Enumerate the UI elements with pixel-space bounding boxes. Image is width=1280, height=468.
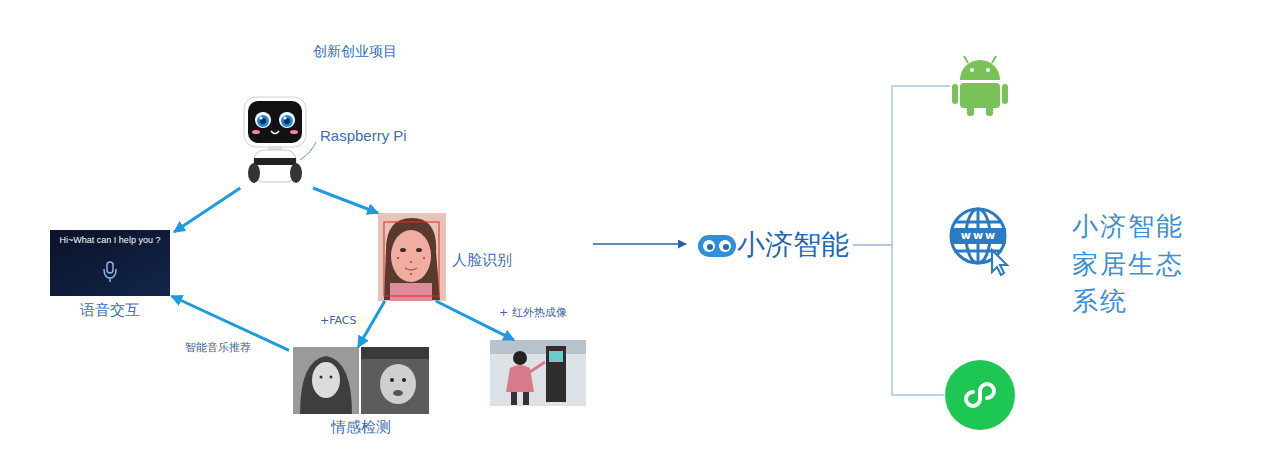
emotion-node: 情感检测 (289, 347, 433, 414)
node-text: Raspberry Pi (320, 127, 407, 144)
node-caption: 语音交互 (46, 301, 174, 320)
face-node: 人脸识别 (378, 213, 446, 301)
thermal-node (490, 340, 586, 406)
edge-label: 智能音乐推荐 (183, 341, 253, 355)
logo-icon (698, 235, 736, 257)
node-text: 人脸识别 (452, 251, 512, 270)
node-text: 情感检测 (289, 418, 433, 437)
android-node (950, 55, 1010, 117)
robot-illustration (244, 97, 316, 183)
face-photo (378, 213, 446, 301)
arrow-connector (358, 301, 385, 347)
node-text: 小济智能 (737, 226, 849, 264)
bracket-connector (853, 245, 944, 395)
voice-node: Hi~What can I help you ?语音交互 (46, 230, 174, 296)
globe-icon (951, 209, 1007, 275)
title: 创新创业项目 (255, 43, 455, 61)
miniprogram-icon (945, 360, 1015, 430)
emotion-photos (293, 347, 429, 414)
web-node: www (946, 203, 1012, 277)
android-icon (952, 56, 1008, 116)
arrow-connector (313, 188, 378, 213)
edge-label: + 红外热成像 (497, 306, 569, 320)
thermal-scene (490, 340, 586, 406)
bracket-connector (853, 86, 950, 245)
robot-node: Raspberry Pi (238, 95, 313, 188)
flow-arrow (593, 243, 686, 245)
node-text: Hi~What can I help you ? (46, 235, 174, 245)
system-label: 小济智能家居生态系统 (1072, 208, 1210, 321)
miniprogram-node (944, 360, 1016, 430)
node-text: www (952, 228, 1006, 244)
logo-node: 小济智能 (695, 226, 853, 264)
arrow-connector (174, 188, 240, 232)
edge-label: +FACS (318, 314, 359, 328)
